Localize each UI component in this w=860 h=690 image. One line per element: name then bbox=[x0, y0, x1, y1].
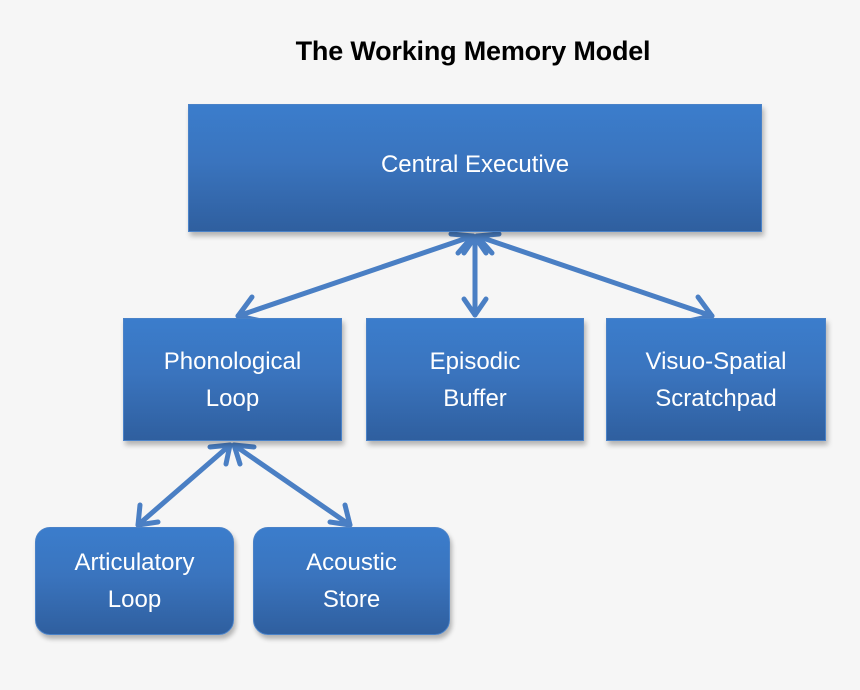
node-label: Visuo-Spatial bbox=[645, 347, 787, 375]
node-label: Episodic bbox=[429, 347, 521, 375]
node-label: Acoustic bbox=[306, 549, 397, 576]
arrow-phonological-articulatory bbox=[135, 442, 233, 528]
node-label: Loop bbox=[107, 586, 162, 613]
node-label: Articulatory bbox=[74, 549, 195, 576]
node-label: Store bbox=[322, 586, 381, 613]
diagram-title: The Working Memory Model bbox=[295, 36, 651, 66]
node-visuo-spatial-scratchpad: Visuo-Spatial Scratchpad bbox=[606, 318, 826, 441]
arrow-phonological-acoustic bbox=[231, 442, 353, 528]
arrow-ce-episodic bbox=[461, 234, 489, 318]
arrow-ce-phonological bbox=[235, 231, 476, 324]
node-label: Phonological bbox=[163, 347, 302, 375]
node-central-executive: Central Executive bbox=[188, 104, 762, 232]
node-label: Loop bbox=[205, 384, 260, 412]
node-label: Central Executive bbox=[380, 150, 570, 178]
arrow-ce-visuospatial bbox=[474, 231, 715, 324]
node-acoustic-store: Acoustic Store bbox=[253, 527, 450, 635]
node-episodic-buffer: Episodic Buffer bbox=[366, 318, 584, 441]
node-phonological-loop: Phonological Loop bbox=[123, 318, 342, 441]
node-label: Scratchpad bbox=[655, 384, 777, 412]
node-articulatory-loop: Articulatory Loop bbox=[35, 527, 234, 635]
node-label: Buffer bbox=[443, 384, 507, 412]
